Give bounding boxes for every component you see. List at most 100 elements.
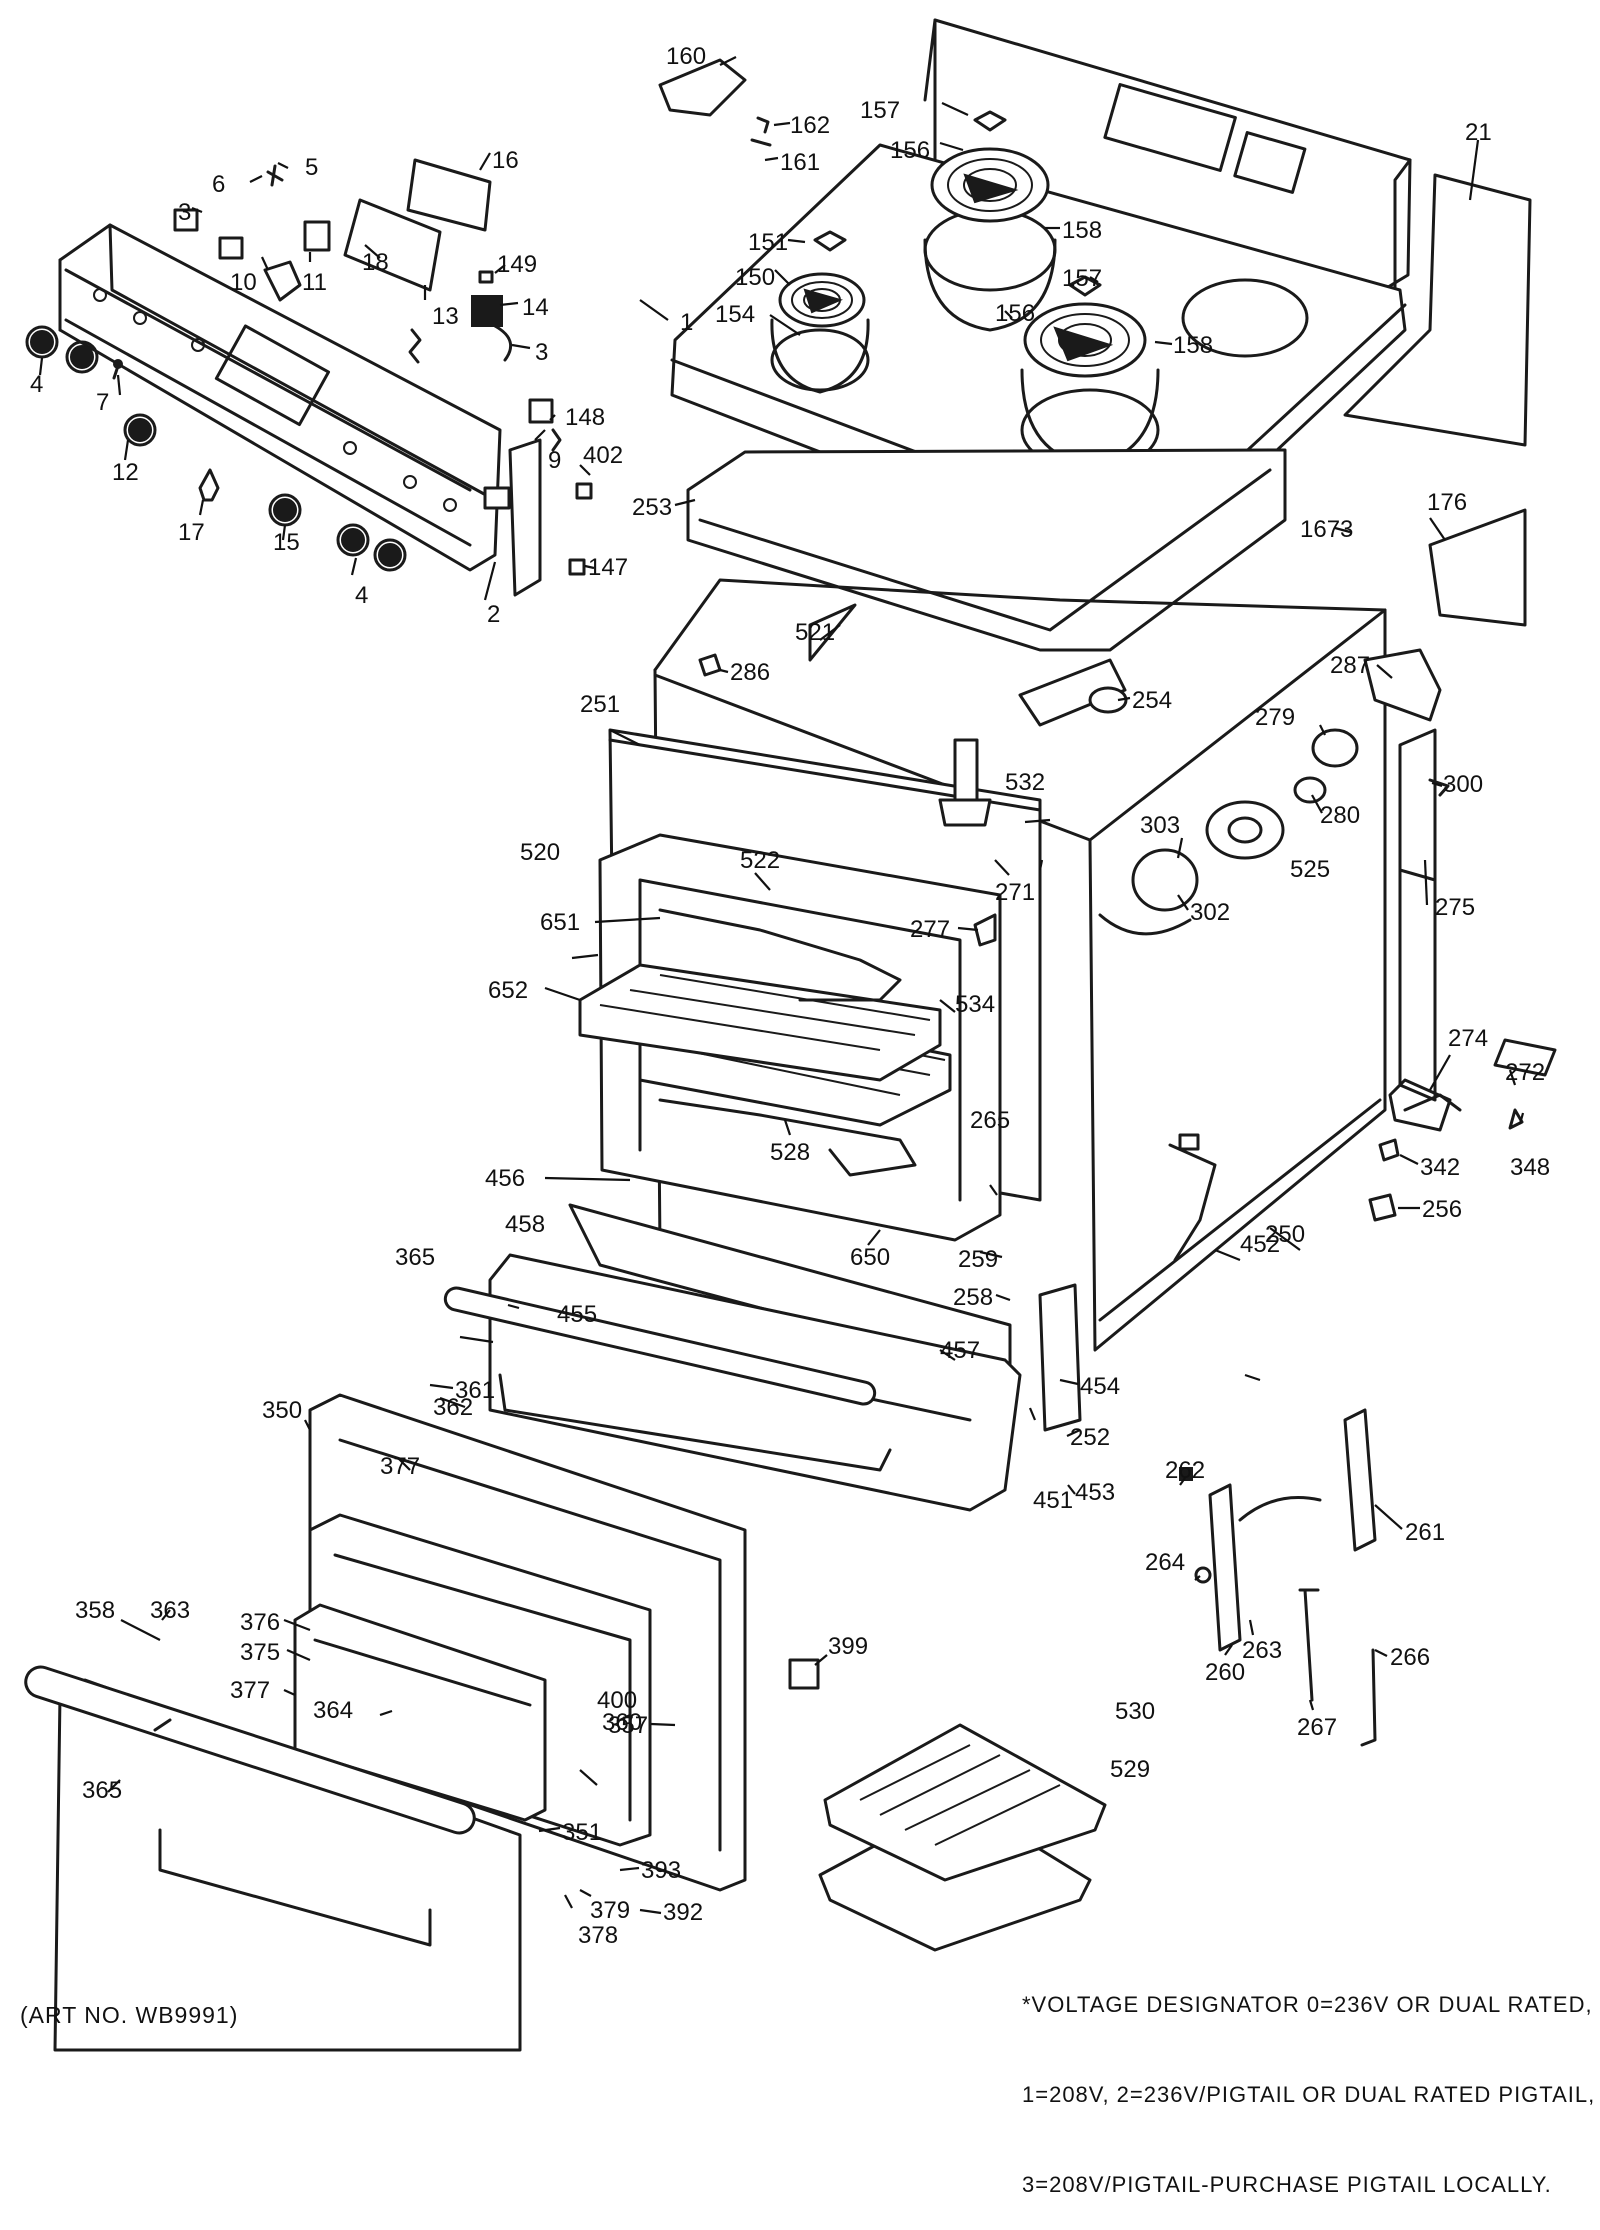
part-labels: 1 2 3 3 4 4 5 6 7 9 10 11 12 13 14 15 16… [30,43,1550,1949]
part-label: 302 [1190,899,1230,926]
panel-end-cap [508,428,593,597]
part-label: 275 [1435,894,1475,921]
oven-door [24,1393,747,2052]
part-label: 455 [557,1301,597,1328]
part-label: 267 [1297,1714,1337,1741]
part-label: 362 [433,1394,473,1421]
part-label: 365 [82,1777,122,1804]
control-knobs [25,325,407,572]
part-label: 149 [497,251,537,278]
part-label: 530 [1115,1698,1155,1725]
hinge-bracket [1038,798,1452,1432]
part-label: 17 [178,519,205,546]
door-hinges [1179,1408,1377,1747]
part-label: 360 [602,1709,642,1736]
part-label: 258 [953,1284,993,1311]
part-label: 271 [995,879,1035,906]
part-label: 351 [562,1819,602,1846]
part-label: 6 [212,171,225,198]
part-label: 363 [150,1597,190,1624]
part-label: 528 [770,1139,810,1166]
part-label: 4 [30,371,43,398]
part-label: 1673 [1300,516,1353,543]
part-label: 456 [485,1165,525,1192]
part-label: 160 [666,43,706,70]
part-label: 521 [795,619,835,646]
part-label: 264 [1145,1549,1185,1576]
part-label: 357 [608,1712,648,1739]
part-label: 266 [1390,1644,1430,1671]
part-label: 392 [663,1899,703,1926]
part-label: 522 [740,847,780,874]
part-label: 13 [432,303,459,330]
part-label: 11 [302,269,327,296]
part-label: 18 [362,249,389,276]
part-label: 12 [112,459,139,486]
part-label: 15 [273,529,300,556]
part-label: 534 [955,991,995,1018]
part-label: 154 [715,301,755,328]
part-label: 451 [1033,1487,1073,1514]
part-label: 250 [1265,1221,1305,1248]
part-label: 457 [940,1337,980,1364]
part-label: 161 [780,149,820,176]
part-label: 650 [850,1244,890,1271]
part-label: 280 [1320,802,1360,829]
switches [173,158,554,510]
part-label: 348 [1510,1154,1550,1181]
voltage-designator-note: *VOLTAGE DESIGNATOR 0=236V OR DUAL RATED… [1022,1930,1595,2230]
control-panel [58,223,502,572]
voltage-note-line: *VOLTAGE DESIGNATOR 0=236V OR DUAL RATED… [1022,1992,1593,2017]
part-label: 529 [1110,1756,1150,1783]
part-label: 1 [680,309,693,336]
voltage-note-line: 1=208V, 2=236V/PIGTAIL OR DUAL RATED PIG… [1022,2082,1596,2107]
leader-lines [38,56,1525,1915]
part-label: 358 [75,1597,115,1624]
part-label: 9 [548,447,561,474]
part-label: 377 [230,1677,270,1704]
part-label: 14 [522,294,549,321]
part-label: 16 [492,147,519,174]
part-label: 452 [1240,1231,1280,1258]
broiler-pan [788,1658,1107,1952]
misc-components [658,58,1200,1151]
exploded-parts-diagram: 1 2 3 3 4 4 5 6 7 9 10 11 12 13 14 15 16… [24,18,1557,2052]
part-label: 274 [1448,1025,1488,1052]
part-label: 5 [305,154,318,181]
part-label: 147 [588,554,628,581]
part-label: 402 [583,442,623,469]
part-label: 286 [730,659,770,686]
part-label: 252 [1070,1424,1110,1451]
part-label: 158 [1173,332,1213,359]
part-label: 350 [262,1397,302,1424]
part-label: 157 [860,97,900,124]
part-label: 3 [535,339,548,366]
part-label: 253 [632,494,672,521]
part-label: 361 [455,1377,495,1404]
part-label: 151 [748,229,788,256]
part-label: 150 [735,264,775,291]
part-label: 259 [958,1246,998,1273]
part-label: 453 [1075,1479,1115,1506]
part-label: 10 [230,269,257,296]
part-label: 303 [1140,812,1180,839]
part-label: 520 [520,839,560,866]
part-label: 148 [565,404,605,431]
drip-tray [686,448,1287,652]
part-label: 4 [355,582,368,609]
part-label: 176 [1427,489,1467,516]
part-label: 651 [540,909,580,936]
part-label: 532 [1005,769,1045,796]
part-label: 399 [828,1633,868,1660]
part-label: 156 [995,300,1035,327]
part-label: 7 [96,389,109,416]
part-label: 260 [1205,1659,1245,1686]
side-panel [1343,173,1532,627]
part-label: 158 [1062,217,1102,244]
part-label: 156 [890,137,930,164]
part-label: 287 [1330,652,1370,679]
part-label: 279 [1255,704,1295,731]
part-label: 254 [1132,687,1172,714]
part-label: 272 [1505,1059,1545,1086]
part-label: 300 [1443,771,1483,798]
